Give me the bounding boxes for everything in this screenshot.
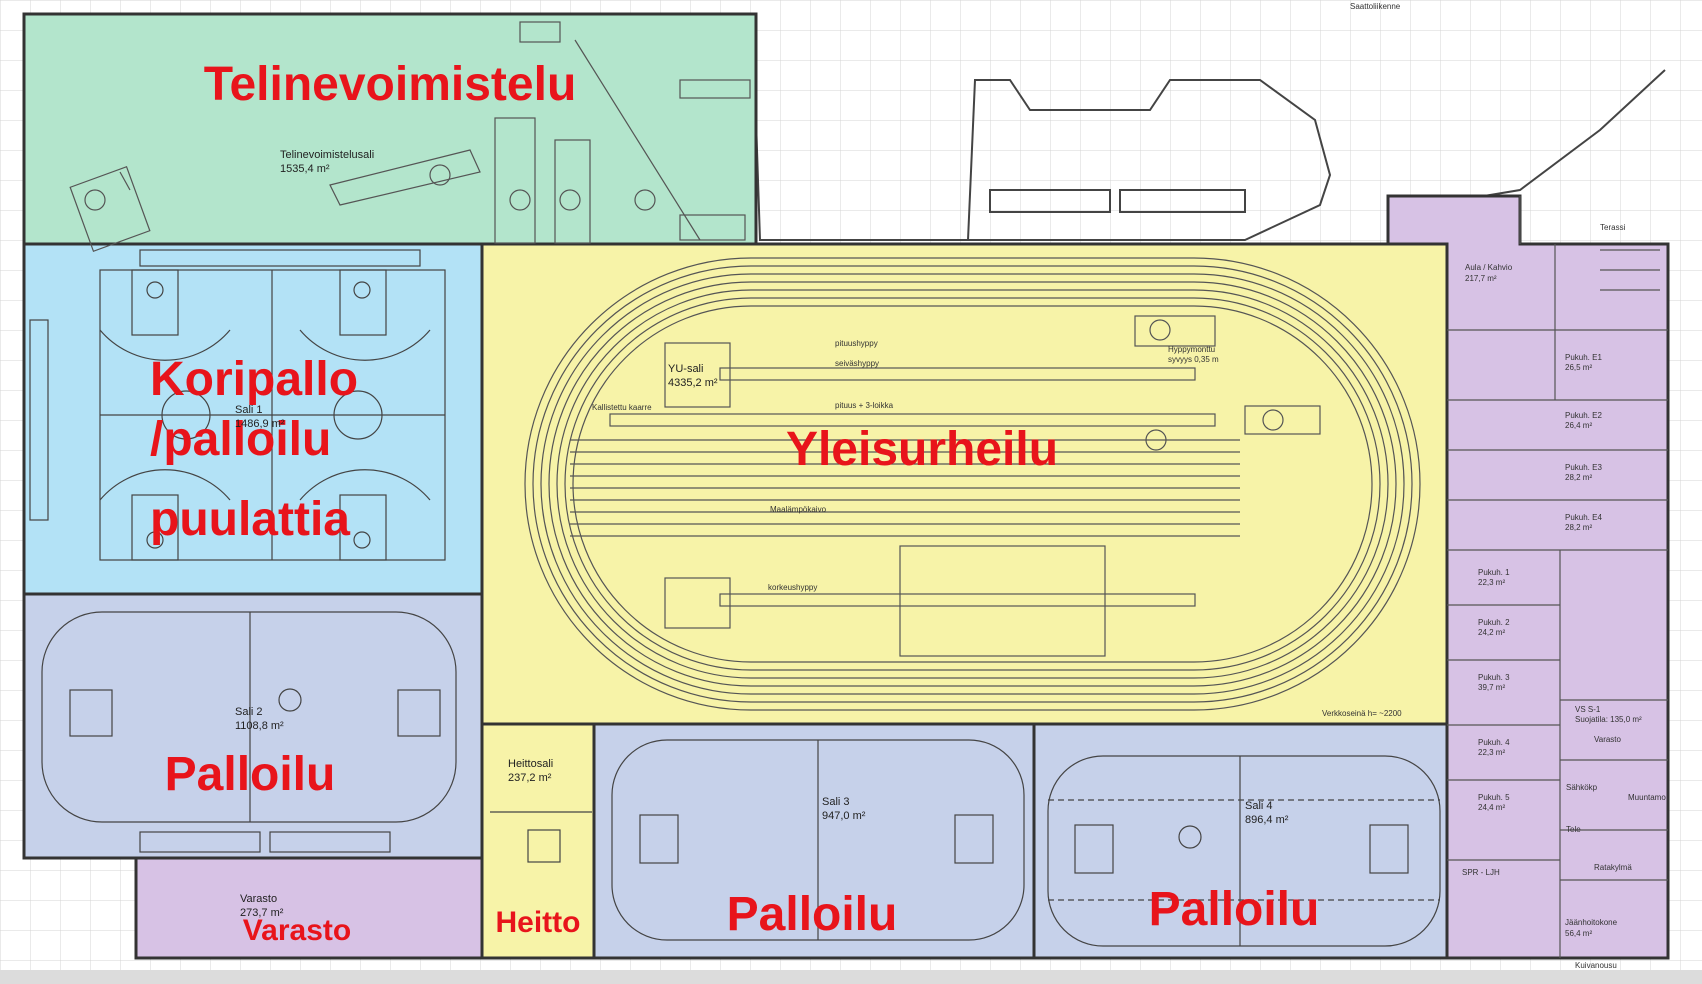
jump-pit-label: Hyppymonttu bbox=[1168, 345, 1215, 354]
dressing-room-area: 28,2 m² bbox=[1565, 473, 1592, 482]
athletics-label: Yleisurheilu bbox=[786, 423, 1058, 476]
long-jump-label: pituushyppy bbox=[835, 339, 878, 348]
spr-label: SPR - LJH bbox=[1462, 868, 1500, 877]
zone-storage bbox=[134, 856, 484, 960]
athletics-room-area: 4335,2 m² bbox=[668, 377, 718, 389]
gymnastics-room-name: Telinevoimistelusali bbox=[280, 149, 374, 161]
gymnastics-room-area: 1535,4 m² bbox=[280, 163, 330, 175]
hall3-room-area: 947,0 m² bbox=[822, 810, 866, 822]
hall2-room-name: Sali 2 bbox=[235, 706, 263, 718]
dressing-room-name: Pukuh. 2 bbox=[1478, 618, 1510, 627]
dressing-room-name: Pukuh. 5 bbox=[1478, 793, 1510, 802]
cafe-area-label: 217,7 m² bbox=[1465, 274, 1497, 283]
throwing-room-name: Heittosali bbox=[508, 758, 553, 770]
hall2-court bbox=[41, 611, 457, 853]
cafe-label: Aula / Kahvio bbox=[1465, 263, 1513, 272]
storage-label: Varasto bbox=[243, 914, 351, 947]
basketball-label-2: /palloilu bbox=[150, 413, 331, 466]
zone-throwing bbox=[480, 722, 596, 960]
bottom-strip bbox=[0, 970, 1702, 984]
hall4-room-area: 896,4 m² bbox=[1245, 814, 1289, 826]
dressing-room-area: 22,3 m² bbox=[1478, 748, 1505, 757]
gymnastics-equipment bbox=[69, 21, 751, 252]
transform-label: Muuntamo bbox=[1628, 793, 1666, 802]
storage-room-name: Varasto bbox=[240, 893, 277, 905]
dressing-room-name: Pukuh. 3 bbox=[1478, 673, 1510, 682]
throwing-label: Heitto bbox=[496, 906, 581, 939]
dressing-room-area: 39,7 m² bbox=[1478, 683, 1505, 692]
running-track bbox=[524, 257, 1421, 711]
dressing-room-name: Pukuh. 4 bbox=[1478, 738, 1510, 747]
shelter-label: VS S-1 bbox=[1575, 705, 1601, 714]
terrace-label: Terassi bbox=[1600, 223, 1626, 232]
gymnastics-label: Telinevoimistelu bbox=[204, 58, 577, 111]
hall3-room-name: Sali 3 bbox=[822, 796, 850, 808]
zone-hall2 bbox=[22, 592, 484, 860]
dressing-room-area: 24,4 m² bbox=[1478, 803, 1505, 812]
jump-pit-depth-label: syvyys 0,35 m bbox=[1168, 355, 1219, 364]
service-rooms bbox=[1447, 196, 1668, 958]
hall2-label: Palloilu bbox=[165, 748, 336, 801]
dressing-room-name: Pukuh. 1 bbox=[1478, 568, 1510, 577]
basketball-courts bbox=[29, 249, 446, 561]
pole-vault-label: seiväshyppy bbox=[835, 359, 879, 368]
top-road-label: Saattoliikenne bbox=[1350, 2, 1401, 11]
basketball-room-area: 1486,9 m² bbox=[235, 418, 285, 430]
zone-hall3 bbox=[592, 722, 1036, 960]
basketball-label-3: puulattia bbox=[150, 493, 350, 546]
athletics-room-name: YU-sali bbox=[668, 363, 703, 375]
hall3-label: Palloilu bbox=[727, 888, 898, 941]
zone-gymnastics bbox=[22, 12, 758, 246]
hall4-label: Palloilu bbox=[1149, 883, 1320, 936]
dressing-room-area: 28,2 m² bbox=[1565, 523, 1592, 532]
floor-heating-label: Maalämpökaivo bbox=[770, 505, 827, 514]
dressing-room-name: Pukuh. E1 bbox=[1565, 353, 1602, 362]
gear-label: Varasto bbox=[1594, 735, 1622, 744]
dressing-room-area: 24,2 m² bbox=[1478, 628, 1505, 637]
ice-maint-label: Jäänhoitokone bbox=[1565, 918, 1618, 927]
hall2-room-area: 1108,8 m² bbox=[235, 720, 284, 732]
net-wall-label: Verkkoseinä h= ~2200 bbox=[1322, 709, 1402, 718]
dressing-room-area: 22,3 m² bbox=[1478, 578, 1505, 587]
basketball-room-name: Sali 1 bbox=[235, 404, 263, 416]
hall3-court bbox=[611, 739, 1025, 941]
storage-room-area: 273,7 m² bbox=[240, 907, 284, 919]
throwing-room-area: 237,2 m² bbox=[508, 772, 552, 784]
rack-label: Ratakylmä bbox=[1594, 863, 1632, 872]
dressing-room-name: Pukuh. E3 bbox=[1565, 463, 1602, 472]
triple-jump-label: pituus + 3-loikka bbox=[835, 401, 894, 410]
high-jump-label: korkeushyppy bbox=[768, 583, 817, 592]
electric-label: Sähkökp bbox=[1566, 783, 1598, 792]
ice-maint-area-label: 56,4 m² bbox=[1565, 929, 1592, 938]
dressing-room-name: Pukuh. E4 bbox=[1565, 513, 1602, 522]
banked-curve-label: Kallistettu kaarre bbox=[592, 403, 652, 412]
hall4-court bbox=[1047, 755, 1441, 947]
dressing-room-area: 26,5 m² bbox=[1565, 363, 1592, 372]
hall4-room-name: Sali 4 bbox=[1245, 800, 1273, 812]
dressing-room-area: 26,4 m² bbox=[1565, 421, 1592, 430]
dressing-room-name: Pukuh. E2 bbox=[1565, 411, 1602, 420]
wash-label: Kuivanousu bbox=[1575, 961, 1617, 970]
shelter-room-label: Suojatila: 135,0 m² bbox=[1575, 715, 1642, 724]
throwing-area bbox=[490, 811, 592, 863]
tele-label: Tele bbox=[1566, 825, 1581, 834]
zone-athletics bbox=[480, 242, 1449, 726]
basketball-label-1: Koripallo bbox=[150, 353, 358, 406]
